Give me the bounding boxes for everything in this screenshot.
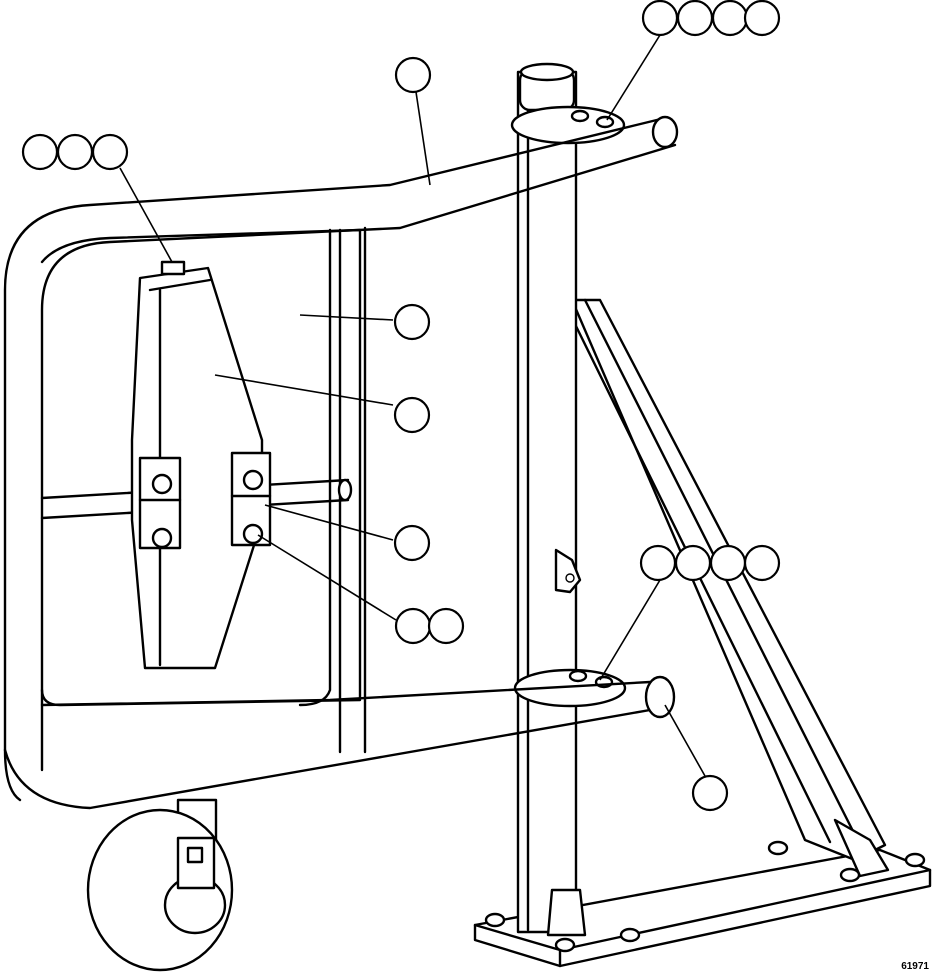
callout-clamp-block bbox=[393, 524, 431, 562]
caster-wheel bbox=[86, 798, 234, 972]
upper-hinge-bracket bbox=[510, 105, 626, 145]
post-tab bbox=[554, 548, 582, 594]
callout-mount-plate bbox=[393, 396, 431, 434]
leader-lines bbox=[119, 34, 706, 777]
callout-upper-rail bbox=[394, 56, 432, 94]
base-bolts bbox=[484, 840, 926, 953]
callout-top-left-group bbox=[21, 133, 129, 171]
callout-panel bbox=[393, 303, 431, 341]
clamp-block-left bbox=[138, 456, 182, 550]
callout-clamp-bolt bbox=[394, 607, 465, 645]
diagonal-brace bbox=[570, 298, 890, 878]
callout-lower-rail-end bbox=[691, 774, 729, 812]
callout-middle-right-group bbox=[639, 544, 781, 582]
callout-top-right-group bbox=[641, 0, 781, 37]
mount-plate bbox=[130, 260, 264, 670]
drawing-number: 61971 bbox=[901, 961, 929, 972]
clamp-block-right bbox=[230, 451, 272, 547]
vertical-post bbox=[516, 62, 587, 937]
upper-rail bbox=[3, 115, 679, 802]
